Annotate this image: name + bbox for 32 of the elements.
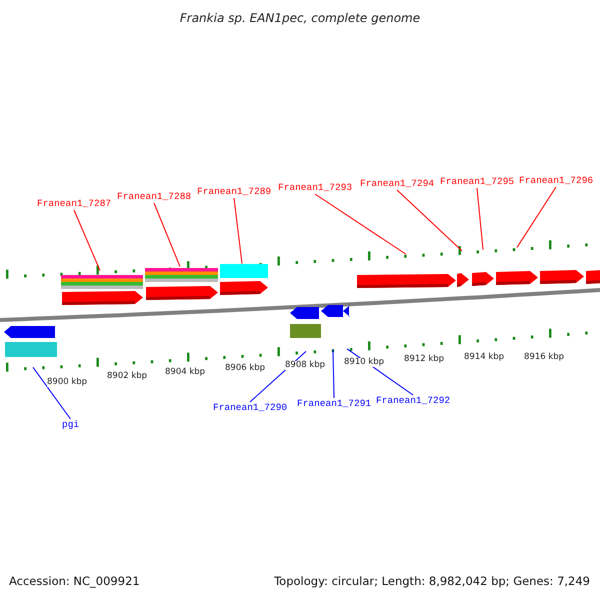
footer-text: Accession: NC_009921	[9, 576, 140, 588]
leader-line	[74, 210, 100, 271]
gene-label: Franean1_7292	[376, 396, 450, 406]
leader-line	[476, 188, 484, 250]
scale-label: 8914 kbp	[464, 353, 504, 362]
leader-line	[332, 349, 334, 398]
gene-label: Franean1_7289	[197, 187, 272, 196]
leader-line	[396, 190, 462, 252]
footer-text: Topology: circular; Length: 8,982,042 bp; Genes: 7,249	[273, 576, 590, 588]
scale-label: 8906 kbp	[225, 364, 266, 372]
gene-label: Franean1_7294	[360, 179, 434, 188]
leader-line	[234, 198, 242, 264]
scale-label: 8912 kbp	[404, 355, 444, 364]
scale-label: 8902 kbp	[107, 372, 148, 380]
gene-label: Franean1_7295	[440, 177, 514, 186]
leader-line	[516, 186, 556, 248]
gene-label: Franean1_7290	[213, 403, 288, 412]
scale-label: 8910 kbp	[344, 358, 384, 366]
title: Frankia sp. EAN1pec, complete genome	[178, 12, 422, 24]
gene-label: Franean1_7293	[278, 183, 352, 192]
leader-line	[314, 194, 406, 255]
gene-label: Franean1_7291	[297, 399, 372, 408]
gene-label: Franean1_7296	[519, 176, 594, 186]
scale-label: 8908 kbp	[285, 361, 326, 370]
gene-label: Franean1_7288	[117, 192, 192, 202]
gene-label: Franean1_7287	[37, 199, 112, 208]
gene-label: pgi	[62, 420, 80, 430]
scale-label: 8900 kbp	[47, 378, 88, 386]
scale-label: 8904 kbp	[165, 368, 206, 376]
leader-line	[154, 202, 180, 268]
leader-line	[32, 366, 71, 420]
scale-label: 8916 kbp	[524, 353, 564, 362]
